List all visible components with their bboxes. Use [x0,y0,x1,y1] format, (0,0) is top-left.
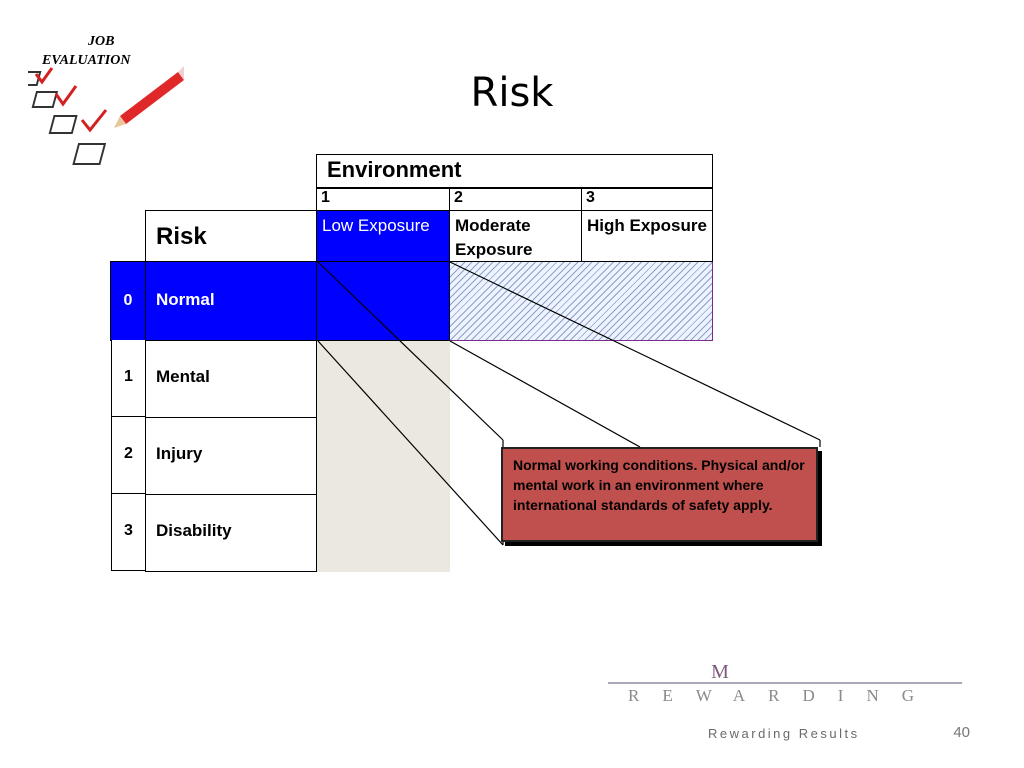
logo-line1: JOB [87,34,114,49]
brand-rule [608,682,962,684]
connector-line [449,340,641,448]
exposure-moderate: Moderate Exposure [449,210,582,262]
environment-col-3-number: 3 [581,188,713,211]
risk-row-3-number: 3 [111,494,145,571]
risk-row-1-number: 1 [111,340,145,417]
brand-mark: M [711,661,729,683]
job-evaluation-logo: JOB EVALUATION [28,28,184,170]
brand-tagline: Rewarding Results [708,726,860,741]
risk-row-0-number: 0 [123,292,133,309]
slide-title: Risk [470,70,554,116]
risk-row-normal: Normal [145,262,317,340]
risk-row-disability: Disability [145,494,317,572]
brand-wordmark: REWARDING [628,686,937,705]
environment-header: Environment [316,154,713,188]
hatched-area [450,261,713,341]
risk-row-2-number: 2 [111,417,145,494]
exposure-low: Low Exposure [316,210,450,262]
page-number: 40 [953,724,970,741]
logo-line2: EVALUATION [41,53,131,68]
environment-col-2-number: 2 [449,188,582,211]
low-exposure-band [317,341,450,572]
exposure-high: High Exposure [581,210,713,262]
risk-row-mental: Mental [145,340,317,418]
callout-box: Normal working conditions. Physical and/… [501,447,818,542]
risk-header: Risk [145,210,317,262]
environment-col-1-number: 1 [316,188,450,211]
risk-row-injury: Injury [145,417,317,495]
